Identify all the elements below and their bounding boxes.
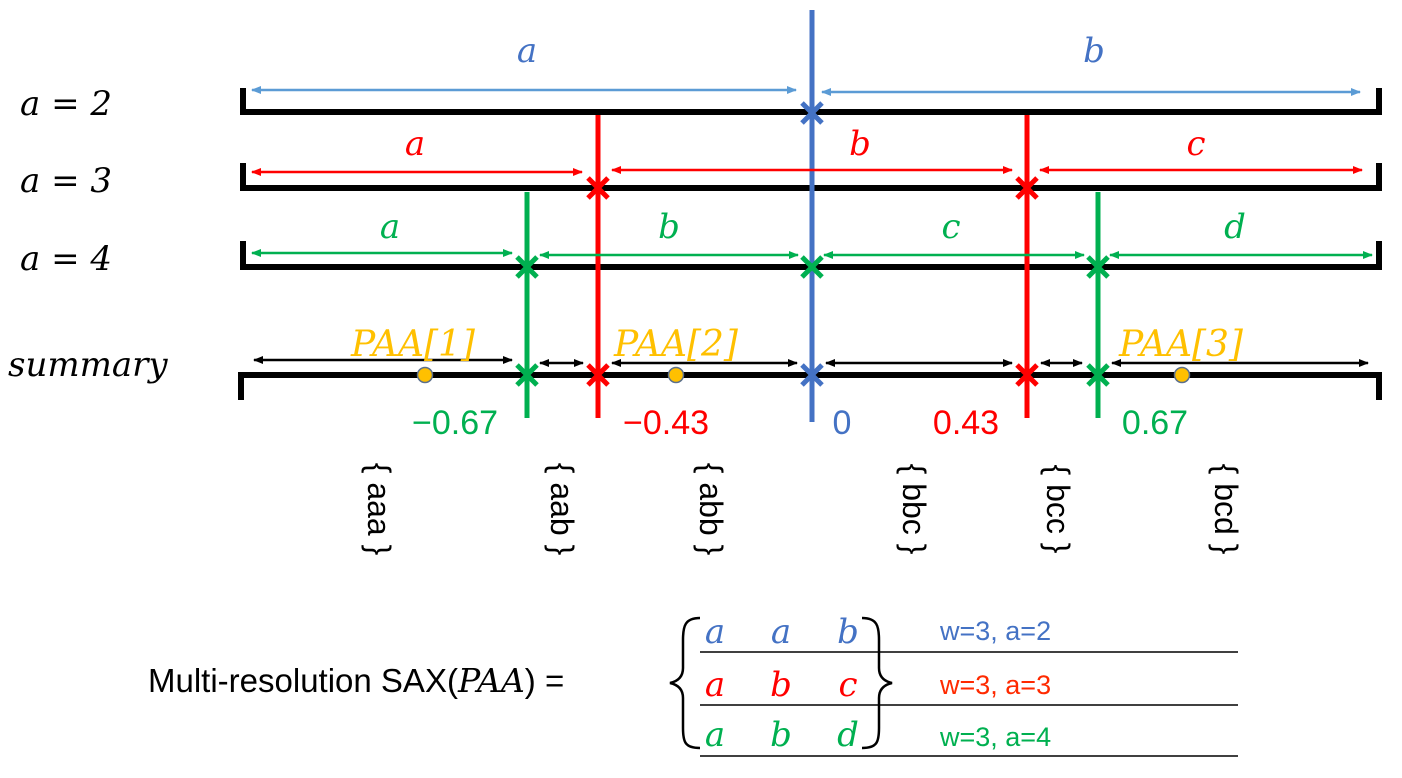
paa-label-1: PAA[1] bbox=[350, 324, 476, 365]
matrix-right-brace bbox=[861, 616, 893, 750]
breakpoint-value-pos067: 0.67 bbox=[1122, 404, 1188, 442]
matrix-left-brace bbox=[669, 616, 701, 750]
segment-label-a4-b: b bbox=[658, 207, 680, 247]
segment-label-a4-a: a bbox=[380, 207, 400, 247]
word-label-bcc: { bcc } bbox=[1040, 465, 1076, 554]
paa-label-2: PAA[2] bbox=[613, 324, 739, 365]
segment-label-a3-b: b bbox=[849, 124, 871, 164]
x-marker-summary-pos067 bbox=[1086, 363, 1110, 387]
row-label-summary: summary bbox=[8, 345, 168, 385]
x-marker-a4-0 bbox=[800, 255, 824, 279]
segment-label-a4-c: c bbox=[941, 207, 960, 247]
x-marker-summary-pos043 bbox=[1015, 363, 1039, 387]
segment-label-a2-a: a bbox=[517, 31, 537, 71]
matrix-cell-r1-c1: a bbox=[705, 612, 725, 652]
paa-point-3 bbox=[1173, 366, 1191, 384]
breakpoint-value-neg067: −0.67 bbox=[412, 404, 498, 442]
breakpoint-value-0: 0 bbox=[833, 404, 852, 442]
formula-text: Multi-resolution SAX(PAA) = bbox=[148, 661, 564, 700]
x-marker-summary-neg043 bbox=[586, 363, 610, 387]
paa-label-3: PAA[3] bbox=[1118, 324, 1244, 365]
x-marker-a3-neg043 bbox=[586, 176, 610, 200]
word-label-aab: { aab } bbox=[544, 463, 580, 556]
matrix-cell-r3-c1: a bbox=[705, 715, 725, 755]
matrix-cell-r2-c3: c bbox=[838, 665, 857, 705]
segment-label-a4-d: d bbox=[1224, 207, 1246, 247]
formula-arg: PAA bbox=[457, 661, 525, 700]
breakpoint-value-neg043: −0.43 bbox=[623, 404, 709, 442]
matrix-cell-r2-c2: b bbox=[770, 665, 792, 705]
matrix-note-r2: w=3, a=3 bbox=[939, 670, 1051, 700]
x-marker-a3-pos043 bbox=[1015, 176, 1039, 200]
row-label-a2: a = 2 bbox=[20, 84, 112, 124]
segment-label-a3-a: a bbox=[405, 124, 425, 164]
segment-label-a3-c: c bbox=[1186, 124, 1205, 164]
x-marker-a4-pos067 bbox=[1086, 255, 1110, 279]
row-label-a4: a = 4 bbox=[20, 239, 112, 279]
word-label-abb: { abb } bbox=[693, 463, 729, 556]
matrix-cell-r1-c2: a bbox=[771, 612, 791, 652]
segment-label-a2-b: b bbox=[1083, 31, 1105, 71]
word-label-bbc: { bbc } bbox=[896, 464, 932, 555]
formula-prefix: Multi-resolution SAX( bbox=[148, 662, 458, 699]
x-marker-summary-0 bbox=[800, 363, 824, 387]
matrix-cell-r3-c3: d bbox=[837, 715, 859, 755]
x-marker-a4-neg067 bbox=[515, 255, 539, 279]
paa-point-2 bbox=[667, 366, 685, 384]
formula-suffix: ) = bbox=[525, 662, 564, 699]
matrix-note-r3: w=3, a=4 bbox=[939, 722, 1051, 752]
breakpoint-value-pos043: 0.43 bbox=[933, 404, 999, 442]
x-marker-summary-neg067 bbox=[515, 363, 539, 387]
word-label-bcd: { bcd } bbox=[1208, 464, 1244, 555]
word-label-aaa: { aaa } bbox=[361, 463, 397, 556]
x-marker-a2-0 bbox=[800, 101, 824, 125]
paa-point-1 bbox=[416, 366, 434, 384]
matrix-cell-r2-c1: a bbox=[705, 665, 725, 705]
matrix-cell-r1-c3: b bbox=[837, 612, 859, 652]
row-label-a3: a = 3 bbox=[20, 161, 112, 201]
matrix-note-r1: w=3, a=2 bbox=[939, 616, 1051, 646]
matrix-cell-r3-c2: b bbox=[770, 715, 792, 755]
